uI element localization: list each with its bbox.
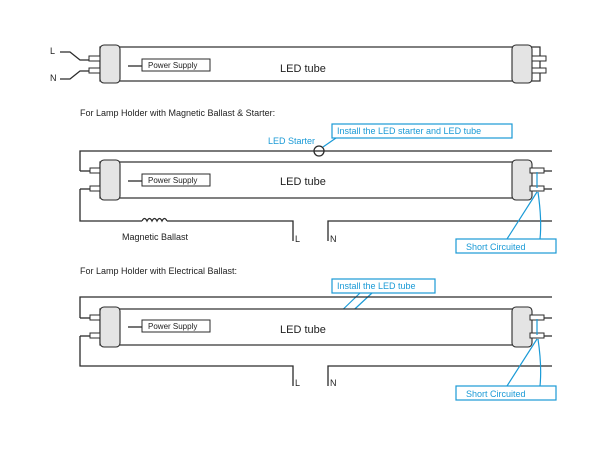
install-starter-callout-box	[331, 123, 513, 139]
power-supply-label: Power Supply	[148, 176, 197, 185]
right-end-cap	[511, 159, 533, 201]
left-end-cap	[99, 44, 121, 84]
starter-wire-left	[79, 150, 314, 171]
led-tube-label: LED tube	[280, 63, 326, 75]
right-pin-bottom	[531, 67, 547, 74]
live-terminal-label: L	[295, 378, 300, 388]
power-supply-box	[141, 173, 211, 187]
diagram-magnetic-ballast: For Lamp Holder with Magnetic Ballast & …	[79, 108, 557, 254]
ballast-wire-left	[79, 189, 142, 222]
ballast-wire-to-live	[167, 220, 294, 241]
power-supply-box	[141, 58, 211, 72]
led-tube-label: LED tube	[280, 324, 326, 336]
neutral-terminal-label: N	[330, 234, 337, 244]
right-end-cap	[511, 44, 533, 84]
top-wire	[79, 296, 552, 318]
led-starter-label: LED Starter	[268, 136, 315, 146]
install-starter-pointer	[322, 137, 337, 148]
section-heading-magnetic: For Lamp Holder with Magnetic Ballast & …	[80, 108, 275, 118]
short-circuit-callout-box	[455, 238, 557, 254]
led-tube-label: LED tube	[280, 176, 326, 188]
right-end-cap	[511, 306, 533, 348]
live-terminal-label: L	[295, 234, 300, 244]
power-supply-label: Power Supply	[148, 322, 197, 331]
magnetic-ballast-coil	[141, 217, 168, 223]
neutral-wire	[327, 220, 552, 241]
right-pin-top	[531, 55, 547, 62]
neutral-wire	[60, 70, 90, 80]
left-pin-bottom	[88, 67, 102, 74]
install-tube-callout-box	[331, 278, 436, 294]
short-circuit-label: Short Circuited	[466, 242, 526, 252]
left-end-cap	[99, 306, 121, 348]
left-end-cap	[99, 159, 121, 201]
section-heading-electrical: For Lamp Holder with Electrical Ballast:	[80, 266, 237, 276]
magnetic-ballast-label: Magnetic Ballast	[122, 232, 189, 242]
short-circuit-pointer-1	[506, 338, 538, 387]
short-circuit-pointer-1	[506, 191, 538, 240]
right-leads	[544, 317, 552, 337]
power-supply-label: Power Supply	[148, 61, 197, 70]
diagram-electrical-ballast: For Lamp Holder with Electrical Ballast:…	[79, 266, 557, 401]
install-tube-callout-text: Install the LED tube	[337, 281, 416, 291]
short-circuit-callout-box	[455, 385, 557, 401]
short-circuit-pointer-2	[537, 191, 542, 240]
live-wire	[60, 51, 90, 61]
power-supply-box	[141, 319, 211, 333]
install-starter-callout-text: Install the LED starter and LED tube	[337, 126, 481, 136]
right-leads	[544, 170, 552, 190]
neutral-terminal-label: N	[50, 73, 57, 83]
diagram-direct-wiring: L N Power Supply LED tube	[50, 44, 547, 84]
neutral-terminal-label: N	[330, 378, 337, 388]
short-circuit-label: Short Circuited	[466, 389, 526, 399]
live-terminal-label: L	[50, 46, 55, 56]
left-pin-top	[88, 55, 102, 62]
wire-to-live	[79, 336, 294, 386]
short-circuit-pointer-2	[537, 338, 542, 387]
neutral-wire	[327, 365, 552, 386]
